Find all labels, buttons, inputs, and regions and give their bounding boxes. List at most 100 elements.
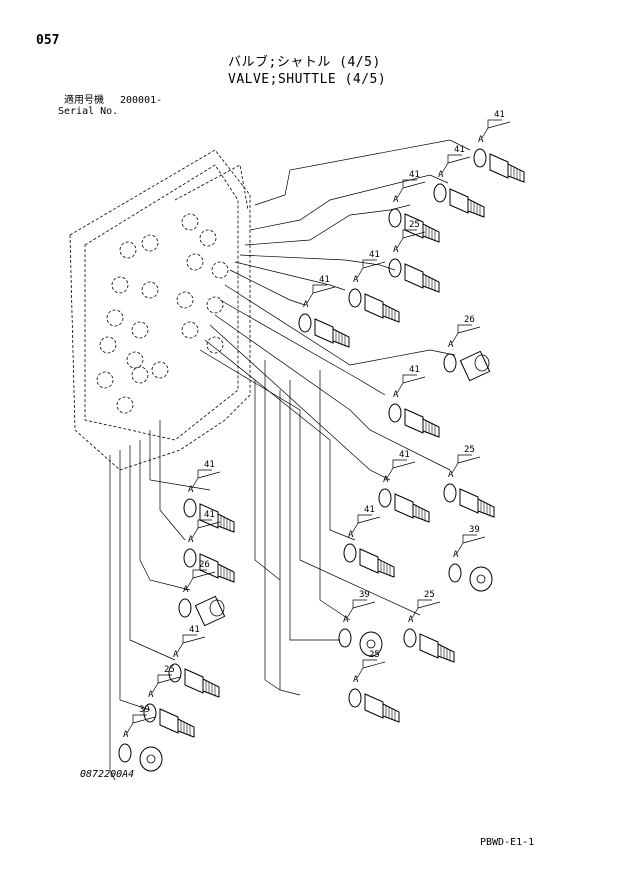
leader-line [456,534,477,554]
o-ring-icon [183,498,197,518]
part-callout: A41 [168,625,220,698]
o-ring-letter: A [303,300,309,310]
union-thread-icon [422,418,440,438]
union-body-icon [404,263,424,289]
leader-line [182,636,206,644]
part-number: 41 [364,505,375,515]
o-ring-letter: A [343,615,349,625]
union-thread-icon [202,678,220,698]
part-number: 41 [494,110,505,120]
serial-number-value: 200001- [120,95,163,106]
o-ring-letter: A [393,245,399,255]
part-number: 41 [204,460,215,470]
leader-line [362,261,386,269]
leader-line [176,634,197,654]
leader-line [186,569,207,589]
leader-line [386,459,407,479]
o-ring-letter: A [478,135,484,145]
part-callouts: A41A41A41A25A41A41A26A41A25A41A41A39A41A… [118,110,525,772]
leader-line [402,376,426,384]
o-ring-letter: A [348,530,354,540]
o-ring-icon [388,208,402,228]
union-body-icon [359,548,379,574]
leader-line [451,324,472,344]
adapter-icon [459,350,491,382]
o-ring-letter: A [183,585,189,595]
part-callout: A 41 [473,110,525,183]
leader-line [396,229,417,249]
part-number: 41 [369,250,380,260]
leader-line [157,676,181,684]
o-ring-letter: A [453,550,459,560]
union-thread-icon [217,563,235,583]
leader-line [402,181,426,189]
o-ring-icon [378,488,392,508]
union-body-icon [199,553,219,579]
o-ring-icon [443,483,457,503]
o-ring-letter: A [448,340,454,350]
part-callout: A41 [388,365,440,438]
leader-line [396,179,417,199]
leader-line [356,659,377,679]
union-body-icon [364,293,384,319]
o-ring-icon [118,743,132,763]
union-thread-icon [422,273,440,293]
union-body-icon [159,708,179,734]
part-number: 25 [464,445,475,455]
part-callout: A39 [118,705,163,772]
drawing-number: 0872200A4 [80,769,135,780]
document-code: PBWD-E1-1 [480,837,535,848]
part-callout: A 41 [348,250,400,323]
part-number: 25 [164,665,175,675]
part-number: 39 [139,705,150,715]
leader-line [457,326,481,334]
part-callout: A 26 [443,315,491,382]
o-ring-letter: A [188,485,194,495]
page-title-japanese: バルブ;シャトル (4/5) [228,55,381,70]
union-body-icon [404,213,424,239]
leader-line [306,284,327,304]
o-ring-icon [178,598,192,618]
union-body-icon [449,188,469,214]
part-number: 26 [464,315,475,325]
plug-icon [469,566,493,592]
leader-line [402,231,426,239]
part-number: 41 [189,625,200,635]
o-ring-letter: A [383,475,389,485]
part-number: 41 [454,145,465,155]
part-number: 39 [469,525,480,535]
part-callout: A41 [433,145,485,218]
leader-line [487,121,511,129]
o-ring-icon [388,403,402,423]
leader-line [351,514,372,534]
union-thread-icon [382,303,400,323]
leader-line [481,119,502,139]
part-number: 41 [204,510,215,520]
union-body-icon [364,693,384,719]
o-ring-letter: A [353,275,359,285]
leader-line [132,716,156,724]
leader-line [352,601,376,609]
o-ring-icon [388,258,402,278]
part-callout: A41 [388,170,440,243]
part-number: 41 [409,170,420,180]
leader-line [396,374,417,394]
leader-line [441,154,462,174]
part-callout: A26 [178,560,226,627]
plug-icon [359,631,383,657]
part-number: 25 [424,590,435,600]
adapter-bore-icon [209,599,225,617]
part-number: 25 [409,220,420,230]
union-body-icon [404,408,424,434]
union-body-icon [314,318,334,344]
hex-socket-icon [146,754,156,764]
page-title: VALVE;SHUTTLE (4/5) [228,72,387,87]
o-ring-letter: A [353,675,359,685]
part-number: 41 [409,365,420,375]
part-number: 41 [319,275,330,285]
part-callout: A 41 [183,460,235,533]
leader-line [447,156,471,164]
part-callout: A25 [443,445,495,518]
leader-line [362,661,386,669]
o-ring-icon [403,628,417,648]
